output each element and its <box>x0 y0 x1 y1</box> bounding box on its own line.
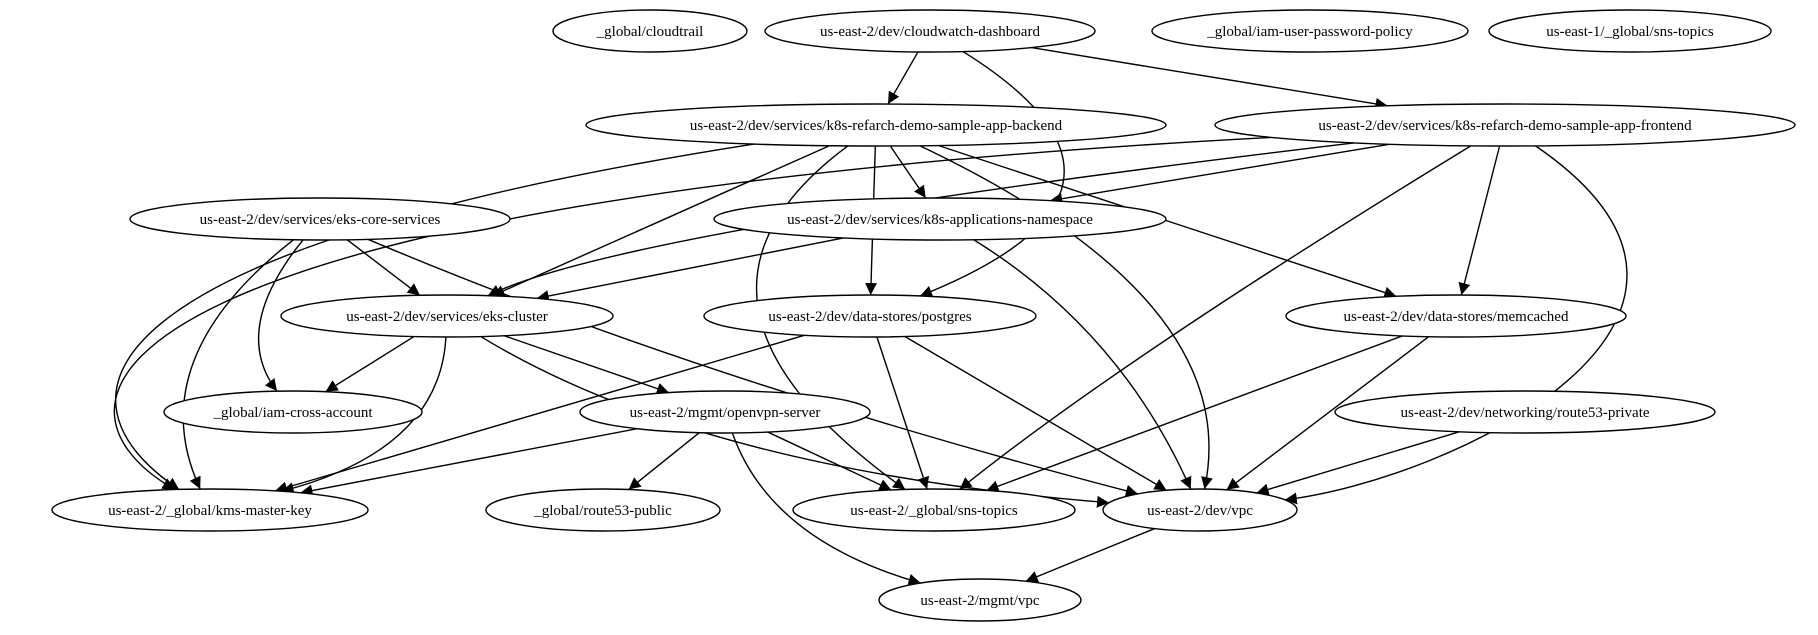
node-ellipse-cluster <box>280 294 614 338</box>
node-ellipse-kms <box>51 488 369 532</box>
node-ellipse-ecs <box>129 197 511 241</box>
graph-node-devvpc: us-east-2/dev/vpc <box>1102 488 1298 532</box>
node-label-dashboard: us-east-2/dev/cloudwatch-dashboard <box>820 24 1040 40</box>
edge-devvpc-to-mgmtvpc <box>1025 527 1155 583</box>
edge-frontend-to-sns2 <box>959 145 1472 490</box>
graph-node-backend: us-east-2/dev/services/k8s-refarch-demo-… <box>585 103 1167 147</box>
edge-cluster-to-openvpn <box>503 335 670 395</box>
edge-ecs-to-kms <box>182 239 294 490</box>
node-ellipse-backend <box>585 103 1167 147</box>
graph-node-r53public: _global/route53-public <box>485 488 721 532</box>
node-ellipse-cloudtrail <box>552 9 748 53</box>
edge-openvpn-to-kms <box>300 428 638 497</box>
edge-memcached-to-sns2 <box>986 335 1403 492</box>
edge-ecs-to-devvpc <box>367 238 1139 497</box>
edge-namespace-to-devvpc <box>973 239 1192 490</box>
edge-backend-to-memcached <box>938 144 1397 299</box>
edge-backend-to-kms <box>114 143 755 490</box>
graph-node-postgres: us-east-2/dev/data-stores/postgres <box>703 294 1037 338</box>
edge-backend-to-namespace <box>889 145 927 199</box>
node-label-cluster: us-east-2/dev/services/eks-cluster <box>346 309 548 325</box>
node-layer: _global/cloudtrail us-east-2/dev/cloudwat… <box>51 9 1796 622</box>
node-ellipse-postgres <box>703 294 1037 338</box>
graph-node-openvpn: us-east-2/mgmt/openvpn-server <box>579 390 871 434</box>
graph-node-r53private: us-east-2/dev/networking/route53-private <box>1334 390 1716 434</box>
node-ellipse-pwpolicy <box>1151 9 1469 53</box>
node-label-cloudtrail: _global/cloudtrail <box>596 24 704 40</box>
graph-node-cloudtrail: _global/cloudtrail <box>552 9 748 53</box>
edge-memcached-to-devvpc <box>1226 336 1430 491</box>
graph-node-sns1: us-east-1/_global/sns-topics <box>1488 9 1772 53</box>
edge-openvpn-to-mgmtvpc <box>731 432 921 586</box>
node-ellipse-iamcross <box>163 390 423 434</box>
edge-dashboard-to-backend <box>887 51 919 105</box>
graph-node-ecs: us-east-2/dev/services/eks-core-services <box>129 197 511 241</box>
edge-frontend-to-kms <box>113 136 1272 491</box>
graph-node-mgmtvpc: us-east-2/mgmt/vpc <box>878 578 1082 622</box>
edge-dashboard-to-frontend <box>1031 46 1388 110</box>
edge-cluster-to-iamcross <box>325 335 415 393</box>
edge-frontend-to-memcached <box>1458 145 1501 296</box>
node-label-kms: us-east-2/_global/kms-master-key <box>108 503 312 519</box>
graph-node-memcached: us-east-2/dev/data-stores/memcached <box>1285 294 1627 338</box>
node-label-postgres: us-east-2/dev/data-stores/postgres <box>768 309 971 325</box>
edge-backend-to-cluster <box>492 145 830 297</box>
node-label-backend: us-east-2/dev/services/k8s-refarch-demo-… <box>690 118 1063 134</box>
node-label-sns2: us-east-2/_global/sns-topics <box>850 503 1018 519</box>
edge-r53private-to-devvpc <box>1256 431 1460 496</box>
edge-layer <box>113 46 1628 586</box>
graph-node-pwpolicy: _global/iam-user-password-policy <box>1151 9 1469 53</box>
edge-openvpn-to-sns2 <box>767 431 892 491</box>
node-ellipse-memcached <box>1285 294 1627 338</box>
node-label-r53private: us-east-2/dev/networking/route53-private <box>1400 405 1649 421</box>
edge-cluster-to-kms <box>281 336 447 495</box>
node-label-r53public: _global/route53-public <box>533 503 672 519</box>
node-label-memcached: us-east-2/dev/data-stores/memcached <box>1344 309 1569 325</box>
edge-openvpn-to-r53public <box>628 432 700 491</box>
node-ellipse-mgmtvpc <box>878 578 1082 622</box>
graph-node-namespace: us-east-2/dev/services/k8s-applications-… <box>713 197 1167 241</box>
node-label-namespace: us-east-2/dev/services/k8s-applications-… <box>787 212 1093 228</box>
node-label-mgmtvpc: us-east-2/mgmt/vpc <box>920 593 1039 609</box>
edge-postgres-to-devvpc <box>904 335 1167 491</box>
node-ellipse-namespace <box>713 197 1167 241</box>
node-ellipse-r53private <box>1334 390 1716 434</box>
edge-ecs-to-cluster <box>346 239 421 296</box>
edge-dashboard-to-postgres <box>919 50 1065 298</box>
node-ellipse-devvpc <box>1102 488 1298 532</box>
node-label-pwpolicy: _global/iam-user-password-policy <box>1206 24 1413 40</box>
edge-namespace-to-cluster <box>536 237 844 302</box>
node-ellipse-sns1 <box>1488 9 1772 53</box>
graph-node-iamcross: _global/iam-cross-account <box>163 390 423 434</box>
graph-node-dashboard: us-east-2/dev/cloudwatch-dashboard <box>764 9 1096 53</box>
node-label-devvpc: us-east-2/dev/vpc <box>1147 503 1253 519</box>
node-label-ecs: us-east-2/dev/services/eks-core-services <box>200 212 441 228</box>
graph-node-sns2: us-east-2/_global/sns-topics <box>792 488 1076 532</box>
node-label-sns1: us-east-1/_global/sns-topics <box>1546 24 1714 40</box>
edge-postgres-to-kms <box>274 334 805 494</box>
node-ellipse-openvpn <box>579 390 871 434</box>
node-ellipse-frontend <box>1214 103 1796 147</box>
node-label-iamcross: _global/iam-cross-account <box>212 405 373 421</box>
node-label-openvpn: us-east-2/mgmt/openvpn-server <box>630 405 821 421</box>
edge-postgres-to-sns2 <box>876 336 930 490</box>
node-ellipse-sns2 <box>792 488 1076 532</box>
edge-ecs-to-iamcross <box>258 239 304 392</box>
node-ellipse-r53public <box>485 488 721 532</box>
graph-node-kms: us-east-2/_global/kms-master-key <box>51 488 369 532</box>
graph-node-frontend: us-east-2/dev/services/k8s-refarch-demo-… <box>1214 103 1796 147</box>
node-label-frontend: us-east-2/dev/services/k8s-refarch-demo-… <box>1318 118 1692 134</box>
graph-node-cluster: us-east-2/dev/services/eks-cluster <box>280 294 614 338</box>
edge-frontend-to-namespace <box>1050 143 1390 205</box>
edge-frontend-to-devvpc <box>1284 145 1628 505</box>
node-ellipse-dashboard <box>764 9 1096 53</box>
